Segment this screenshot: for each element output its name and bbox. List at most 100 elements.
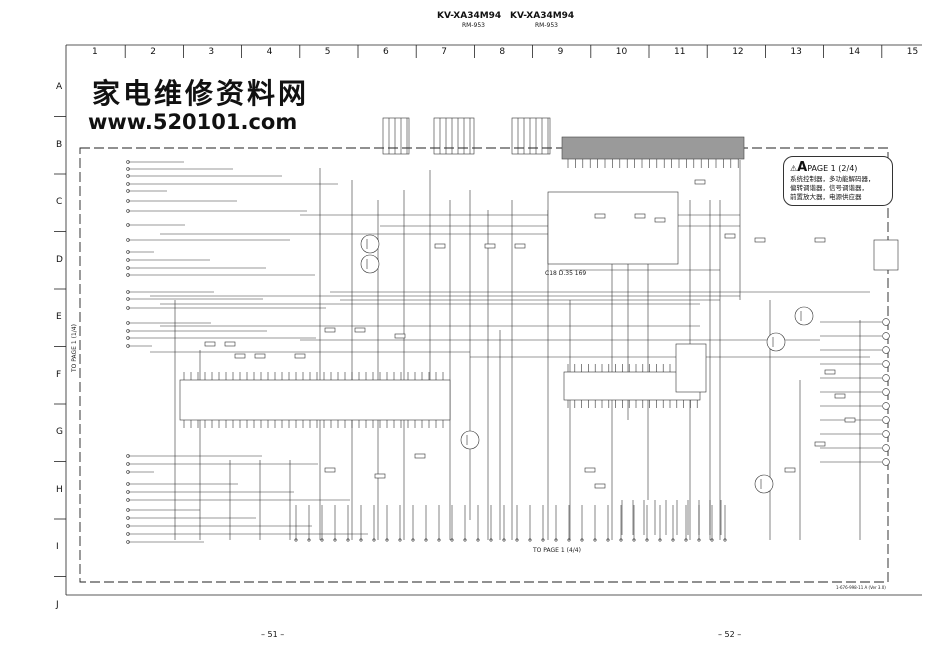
resistor xyxy=(414,453,426,459)
column-number: 12 xyxy=(732,47,744,57)
ic-main-processor xyxy=(179,379,451,421)
resistor xyxy=(204,341,216,347)
annotation-line-3: 前置放大器，电源供应器 xyxy=(790,193,862,201)
terminal xyxy=(294,538,298,542)
terminal xyxy=(645,538,649,542)
terminal xyxy=(619,538,623,542)
terminal xyxy=(307,538,311,542)
terminal xyxy=(515,538,519,542)
terminal xyxy=(424,538,428,542)
jack xyxy=(882,388,890,396)
column-number: 9 xyxy=(557,47,564,57)
terminal xyxy=(126,167,130,171)
terminal xyxy=(606,538,610,542)
watermark-chinese: 家电维修资料网 xyxy=(92,77,310,110)
terminal xyxy=(126,250,130,254)
terminal xyxy=(333,538,337,542)
resistor xyxy=(434,243,446,249)
resistor xyxy=(374,473,386,479)
resistor xyxy=(354,327,366,333)
jack xyxy=(882,318,890,326)
annotation-title-prefix: A xyxy=(797,160,808,175)
watermark-url: www.520101.com xyxy=(88,110,298,134)
transistor xyxy=(460,430,480,450)
jack xyxy=(882,332,890,340)
left-page-number: – 51 – xyxy=(261,630,285,639)
row-letter: G xyxy=(56,427,63,437)
terminal xyxy=(126,209,130,213)
terminal xyxy=(126,329,130,333)
resistor xyxy=(254,353,266,359)
terminal xyxy=(385,538,389,542)
connector xyxy=(433,117,475,155)
annotation-title: ⚠APAGE 1 (2/4) xyxy=(790,160,888,175)
resistor xyxy=(784,467,796,473)
resistor xyxy=(834,393,846,399)
jack xyxy=(882,444,890,452)
terminal xyxy=(697,538,701,542)
jack xyxy=(882,346,890,354)
terminal xyxy=(723,538,727,542)
terminal xyxy=(567,538,571,542)
terminal xyxy=(710,538,714,542)
resistor xyxy=(484,243,496,249)
terminal xyxy=(126,540,130,544)
terminal xyxy=(684,538,688,542)
ic-small xyxy=(675,343,707,393)
resistor xyxy=(234,353,246,359)
transistor xyxy=(360,254,380,274)
resistor xyxy=(754,237,766,243)
page-annotation-box: ⚠APAGE 1 (2/4) 系统控制器，多功能解码器， 偏转调谐器，信号调谐器… xyxy=(783,156,893,206)
terminal xyxy=(437,538,441,542)
resistor xyxy=(514,243,526,249)
jack xyxy=(882,402,890,410)
row-letter: H xyxy=(56,484,63,495)
column-number: 1 xyxy=(92,47,98,57)
resistor xyxy=(814,441,826,447)
model-label-left: KV-XA34M94 xyxy=(437,11,502,21)
terminal xyxy=(126,238,130,242)
row-letter: C xyxy=(56,197,63,207)
jack xyxy=(882,416,890,424)
terminal xyxy=(126,498,130,502)
terminal xyxy=(554,538,558,542)
connector xyxy=(382,117,410,155)
annotation-title-text: PAGE 1 (2/4) xyxy=(807,164,858,173)
row-letter: F xyxy=(56,369,62,380)
resistor xyxy=(224,341,236,347)
terminal xyxy=(320,538,324,542)
right-page-number: – 52 – xyxy=(718,630,742,639)
jack xyxy=(882,374,890,382)
ic-label: C18 D.35 169 xyxy=(545,270,587,277)
terminal xyxy=(126,266,130,270)
terminal xyxy=(126,524,130,528)
terminal xyxy=(126,290,130,294)
resistor xyxy=(694,179,706,185)
terminal xyxy=(126,223,130,227)
terminal xyxy=(126,258,130,262)
terminal xyxy=(126,273,130,277)
transistor xyxy=(754,474,774,494)
transistor xyxy=(360,234,380,254)
resistor xyxy=(654,217,666,223)
terminal xyxy=(671,538,675,542)
terminal xyxy=(126,306,130,310)
resistor xyxy=(394,333,406,339)
terminal xyxy=(126,516,130,520)
remote-label-right: RM-953 xyxy=(535,22,558,29)
resistor xyxy=(324,467,336,473)
jack xyxy=(882,360,890,368)
terminal xyxy=(126,297,130,301)
transistor xyxy=(766,332,786,352)
terminal xyxy=(126,189,130,193)
resistor xyxy=(634,213,646,219)
terminal xyxy=(126,336,130,340)
terminal xyxy=(502,538,506,542)
column-number: 2 xyxy=(150,47,156,57)
to-page-bottom-label: TO PAGE 1 (4/4) xyxy=(533,547,581,554)
resistor xyxy=(824,369,836,375)
terminal xyxy=(126,462,130,466)
terminal xyxy=(463,538,467,542)
column-number: 15 xyxy=(906,47,919,57)
